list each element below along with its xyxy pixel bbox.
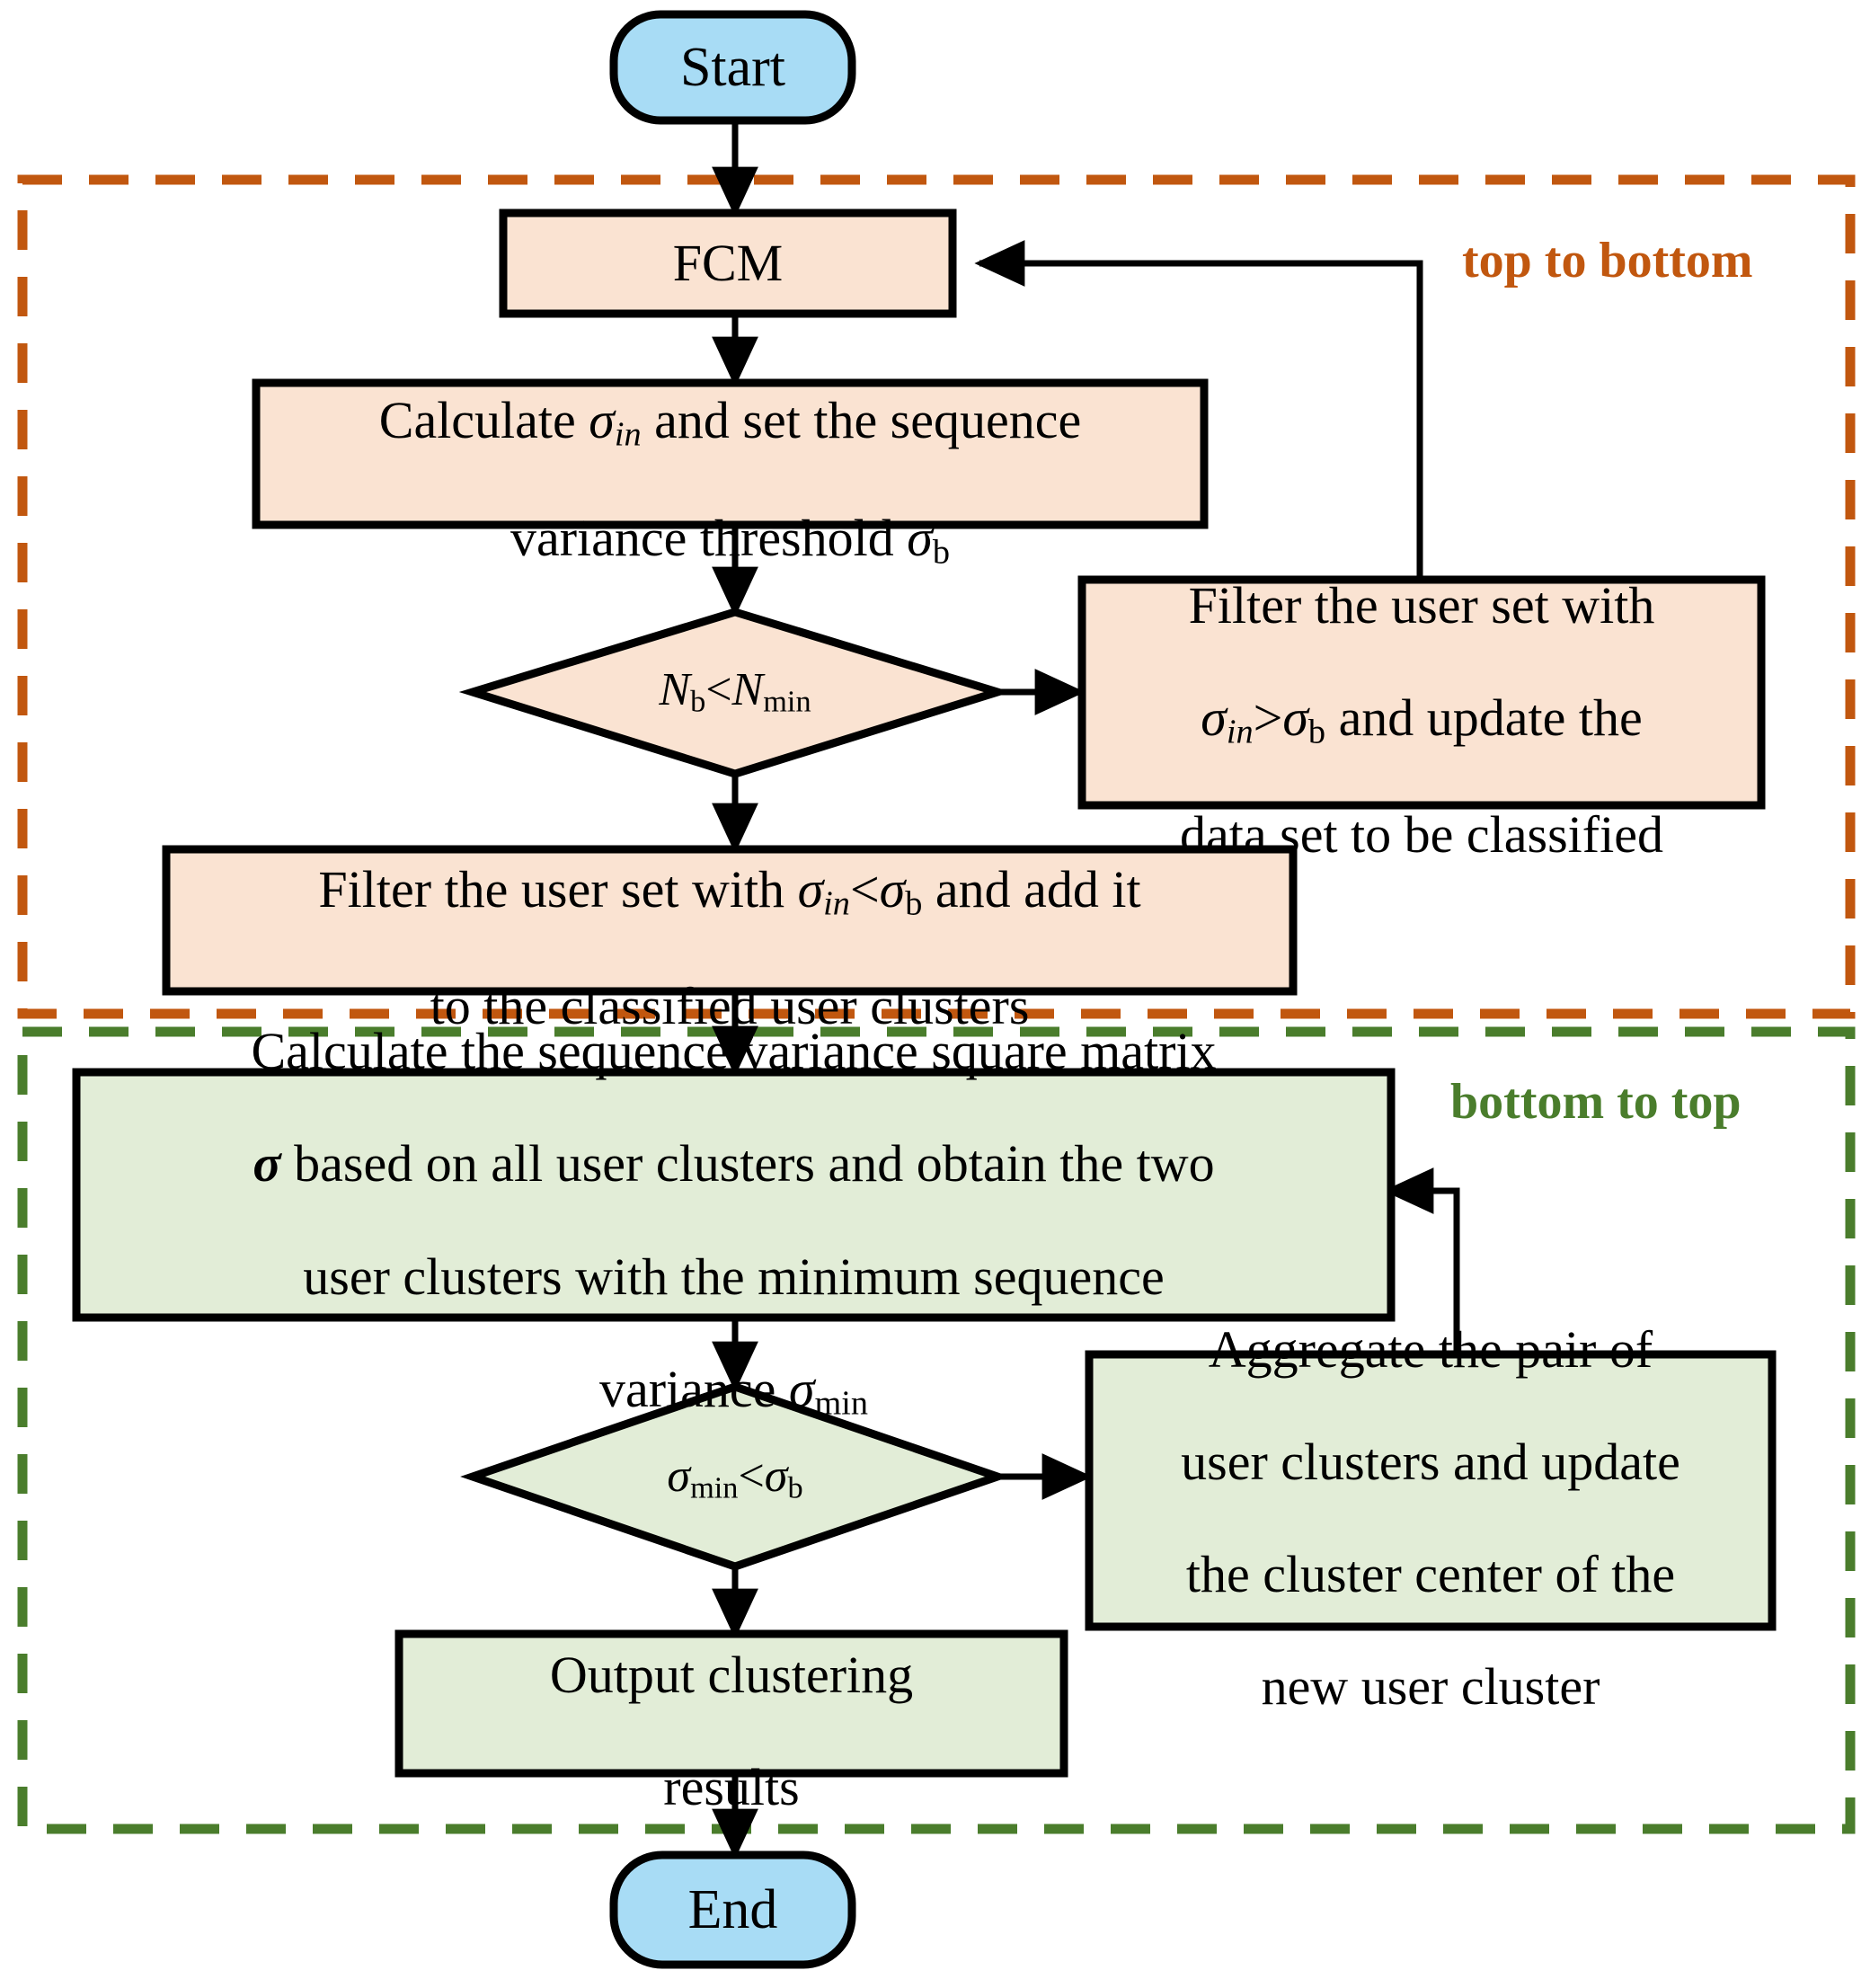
node-calc-sigma-shape[interactable] (252, 378, 1209, 529)
node-decision-n-shape[interactable] (458, 608, 1012, 778)
region-label-bottom-to-top: bottom to top (1450, 1074, 1741, 1130)
node-fcm-shape[interactable] (499, 209, 957, 318)
edge-filter-gt-to-fcm-feedback (974, 240, 1423, 581)
region-bottom-to-top (17, 1026, 1856, 1834)
node-decision-sigma-shape[interactable] (460, 1382, 1010, 1571)
node-end-shape[interactable] (609, 1850, 856, 1969)
node-filter-lt-shape[interactable] (162, 845, 1298, 996)
node-aggregate-shape[interactable] (1085, 1350, 1777, 1631)
node-start-shape[interactable] (609, 10, 856, 125)
node-filter-gt-shape[interactable] (1077, 575, 1766, 810)
node-calc-matrix-shape[interactable] (72, 1068, 1396, 1322)
node-output-shape[interactable] (394, 1629, 1068, 1778)
region-label-top-to-bottom: top to bottom (1462, 233, 1753, 288)
edge-aggregate-to-calc-matrix-feedback (1383, 1167, 1460, 1355)
